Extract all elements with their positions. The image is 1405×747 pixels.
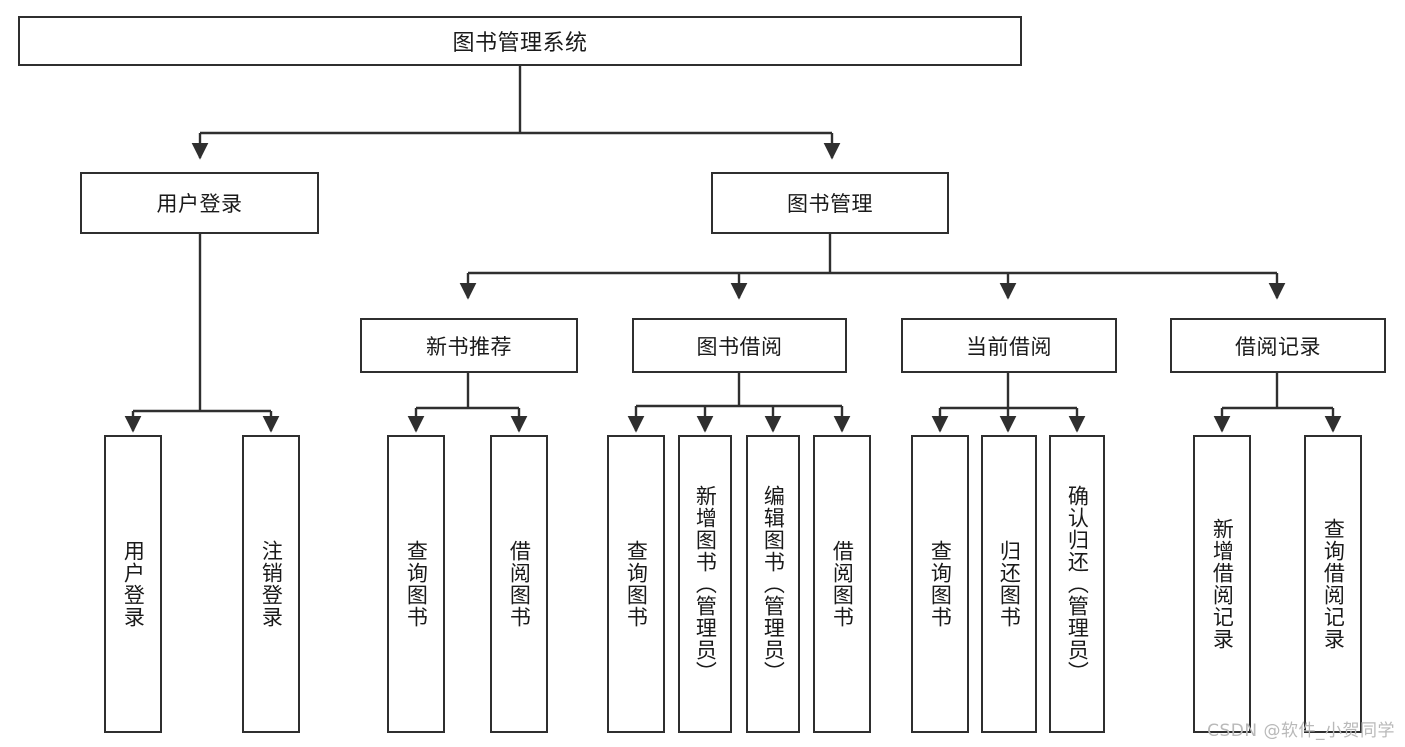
leaf-record-query[interactable]: 查询借阅记录 <box>1304 435 1362 733</box>
node-user-login-label: 用户登录 <box>156 192 243 216</box>
leaf-label: 借阅图书 <box>507 540 532 628</box>
leaf-label: 注销登录 <box>259 540 284 628</box>
leaf-label: 查询图书 <box>624 540 649 628</box>
leaf-label: 用户登录 <box>121 540 146 628</box>
leaf-label: 借阅图书 <box>830 540 855 628</box>
leaf-label: 编辑图书（管理员） <box>761 485 786 683</box>
leaf-label: 新增图书（管理员） <box>693 485 718 683</box>
leaf-label: 确认归还（管理员） <box>1065 485 1090 683</box>
node-new-book-recommend-label: 新书推荐 <box>426 334 512 359</box>
leaf-new-book-query[interactable]: 查询图书 <box>387 435 445 733</box>
node-book-borrow[interactable]: 图书借阅 <box>632 318 847 373</box>
node-user-login[interactable]: 用户登录 <box>80 172 319 234</box>
leaf-user-login-logout[interactable]: 注销登录 <box>242 435 300 733</box>
leaf-label: 归还图书 <box>997 540 1022 628</box>
node-root-label: 图书管理系统 <box>452 31 588 56</box>
watermark: CSDN @软件_小贺同学 <box>1207 721 1395 741</box>
node-book-borrow-label: 图书借阅 <box>696 334 783 359</box>
leaf-current-query-book[interactable]: 查询图书 <box>911 435 969 733</box>
node-borrow-record-label: 借阅记录 <box>1235 334 1321 359</box>
leaf-label: 新增借阅记录 <box>1210 518 1235 650</box>
leaf-label: 查询图书 <box>404 540 429 628</box>
leaf-label: 查询图书 <box>928 540 953 628</box>
node-borrow-record[interactable]: 借阅记录 <box>1170 318 1386 373</box>
node-current-borrow[interactable]: 当前借阅 <box>901 318 1117 373</box>
node-book-management-label: 图书管理 <box>787 192 873 216</box>
node-book-management[interactable]: 图书管理 <box>711 172 949 234</box>
node-current-borrow-label: 当前借阅 <box>966 334 1052 359</box>
leaf-user-login-login[interactable]: 用户登录 <box>104 435 162 733</box>
leaf-borrow-add-book[interactable]: 新增图书（管理员） <box>678 435 732 733</box>
node-root[interactable]: 图书管理系统 <box>18 16 1022 66</box>
leaf-current-confirm-return[interactable]: 确认归还（管理员） <box>1049 435 1105 733</box>
leaf-label: 查询借阅记录 <box>1321 518 1346 650</box>
leaf-record-add[interactable]: 新增借阅记录 <box>1193 435 1251 733</box>
leaf-borrow-edit-book[interactable]: 编辑图书（管理员） <box>746 435 800 733</box>
leaf-borrow-query-book[interactable]: 查询图书 <box>607 435 665 733</box>
leaf-new-book-borrow[interactable]: 借阅图书 <box>490 435 548 733</box>
leaf-current-return-book[interactable]: 归还图书 <box>981 435 1037 733</box>
node-new-book-recommend[interactable]: 新书推荐 <box>360 318 578 373</box>
leaf-borrow-borrow-book[interactable]: 借阅图书 <box>813 435 871 733</box>
